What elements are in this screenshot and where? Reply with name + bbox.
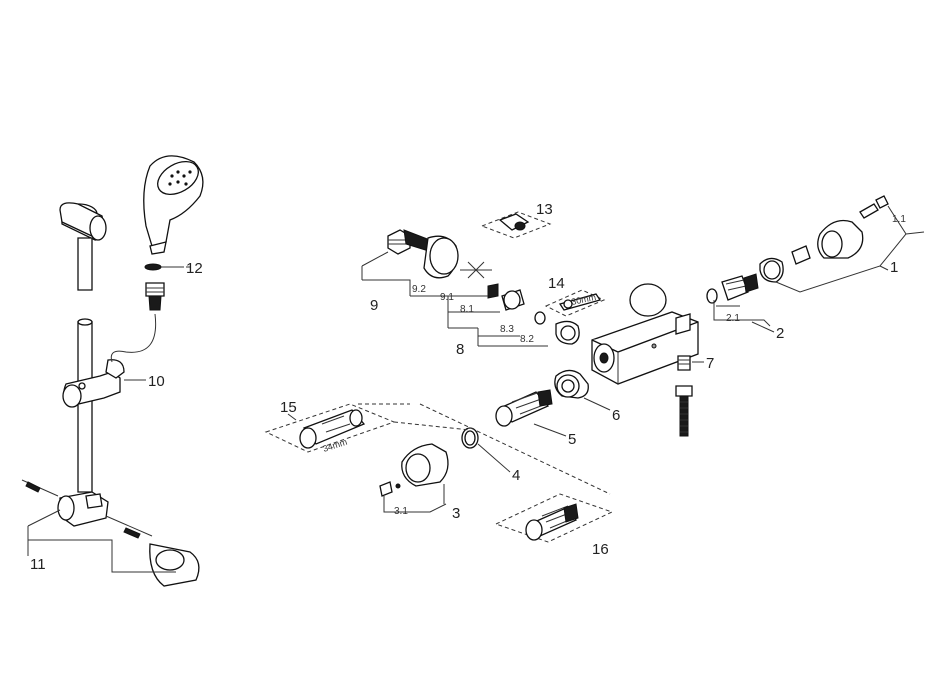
label-8: 8 — [456, 341, 464, 358]
hose-segment — [675, 385, 693, 437]
label-9-2: 9.2 — [412, 284, 426, 295]
label-7: 7 — [706, 355, 714, 372]
rail-lower — [77, 321, 93, 493]
label-16: 16 — [592, 541, 609, 558]
eccentric-part-1 — [759, 195, 889, 283]
label-5: 5 — [568, 431, 576, 448]
rail-upper — [77, 237, 93, 291]
connector-part-7 — [677, 355, 691, 371]
cartridge-part-16 — [525, 503, 579, 541]
thermostat-body — [591, 283, 699, 385]
label-8-1: 8.1 — [460, 304, 474, 315]
handle-part-3 — [379, 443, 449, 497]
hand-shower — [143, 155, 204, 255]
label-3: 3 — [452, 505, 460, 522]
valve-set-part-8 — [501, 289, 580, 345]
nut-part-13 — [498, 213, 530, 231]
eccentric-part-9 — [387, 229, 499, 299]
label-1: 1 — [890, 259, 898, 276]
rail-top-bracket — [59, 202, 107, 242]
label-4: 4 — [512, 467, 520, 484]
label-8-3: 8.3 — [500, 324, 514, 335]
label-6: 6 — [612, 407, 620, 424]
wrench-part-14: 30mm — [558, 292, 602, 311]
label-2-1: 2.1 — [726, 313, 740, 324]
shower-rail-set — [21, 155, 204, 587]
bottom-bracket-part-11 — [21, 479, 200, 587]
label-10: 10 — [148, 373, 165, 390]
nut-part-6 — [554, 369, 589, 399]
label-3-1: 3.1 — [394, 506, 408, 517]
label-1-1: 1.1 — [892, 214, 906, 225]
washer-part-12 — [144, 263, 162, 271]
label-12: 12 — [186, 260, 203, 277]
ring-part-4 — [461, 427, 479, 449]
valve-part-2 — [706, 273, 759, 304]
label-9-1: 9.1 — [440, 292, 454, 303]
label-2: 2 — [776, 325, 784, 342]
hose-nut — [145, 282, 165, 311]
label-13: 13 — [536, 201, 553, 218]
label-9: 9 — [370, 297, 378, 314]
label-14: 14 — [548, 275, 565, 292]
spanner-part-15: 34mm — [299, 409, 366, 454]
cartridge-part-5 — [495, 389, 553, 427]
label-15: 15 — [280, 399, 297, 416]
slider-part-10 — [62, 359, 125, 408]
label-8-2: 8.2 — [520, 334, 534, 345]
label-11: 11 — [30, 556, 46, 573]
